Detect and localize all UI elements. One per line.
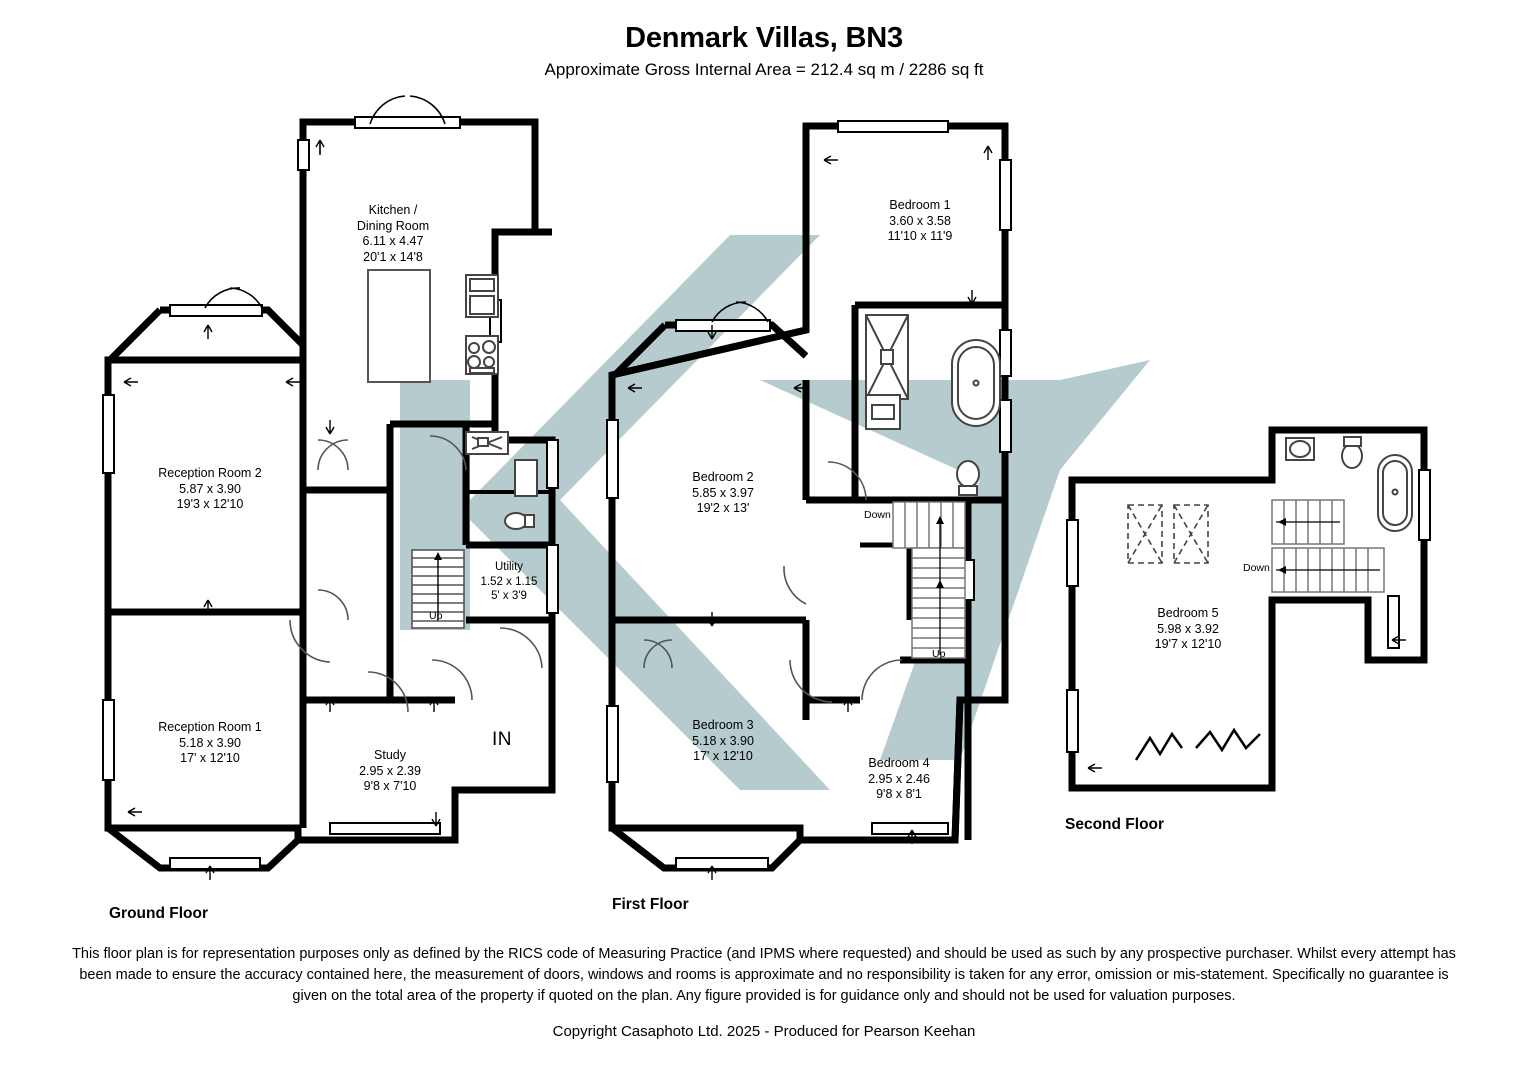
room-label-bedroom-2: Bedroom 2 5.85 x 3.97 19'2 x 13' [648, 470, 798, 517]
floor-caption-ground: Ground Floor [109, 905, 209, 922]
ground-floor-plan [102, 95, 559, 880]
room-name: Bedroom 2 [692, 470, 754, 484]
room-label-bedroom-1: Bedroom 1 3.60 x 3.58 11'10 x 11'9 [840, 198, 1000, 245]
room-imperial: 19'2 x 13' [696, 501, 750, 515]
room-metric: 5.85 x 3.97 [692, 485, 754, 500]
room-name-line2: Dining Room [356, 218, 430, 233]
room-metric: 2.95 x 2.46 [868, 771, 930, 786]
room-imperial: 20'1 x 14'8 [363, 249, 423, 264]
second-floor-plan [1066, 426, 1431, 792]
room-imperial: 17' x 12'10 [693, 749, 753, 763]
stairs-down-label-second: Down [1243, 562, 1270, 574]
room-metric: 3.60 x 3.58 [889, 213, 951, 228]
room-metric: 5.87 x 3.90 [179, 481, 241, 496]
room-metric: 2.95 x 2.39 [359, 763, 421, 778]
stairs-up-label-ground: Up [429, 610, 443, 622]
stairs-down-label-first: Down [864, 509, 891, 521]
room-imperial: 17' x 12'10 [180, 751, 240, 765]
room-label-reception-1: Reception Room 1 5.18 x 3.90 17' x 12'10 [120, 720, 300, 767]
room-metric: 5.18 x 3.90 [692, 733, 754, 748]
room-name: Utility [494, 561, 524, 573]
disclaimer-text: This floor plan is for representation pu… [72, 946, 1456, 1004]
page-title: Denmark Villas, BN3 [625, 22, 903, 54]
room-label-kitchen-dining: Kitchen / Dining Room 6.11 x 4.47 20'1 x… [338, 203, 448, 265]
gross-internal-area-subtitle: Approximate Gross Internal Area = 212.4 … [544, 60, 984, 79]
first-floor-plan [606, 120, 1012, 880]
room-label-utility: Utility 1.52 x 1.15 5' x 3'9 [453, 560, 565, 604]
room-name: Bedroom 3 [692, 718, 754, 732]
room-name: Bedroom 5 [1157, 606, 1219, 620]
room-imperial: 19'7 x 12'10 [1154, 637, 1222, 651]
floor-caption-second: Second Floor [1065, 816, 1165, 833]
room-imperial: 5' x 3'9 [491, 590, 527, 602]
room-name: Study [374, 748, 406, 762]
room-metric: 5.98 x 3.92 [1157, 621, 1219, 636]
room-label-bedroom-3: Bedroom 3 5.18 x 3.90 17' x 12'10 [648, 718, 798, 765]
stairs-up-label-first: Up [932, 648, 946, 660]
room-imperial: 11'10 x 11'9 [887, 229, 953, 243]
room-name: Reception Room 1 [158, 720, 262, 734]
room-metric: 6.11 x 4.47 [362, 234, 424, 248]
room-imperial: 9'8 x 8'1 [876, 787, 922, 801]
room-name: Reception Room 2 [158, 466, 262, 480]
room-imperial: 19'3 x 12'10 [176, 497, 244, 511]
room-label-bedroom-4: Bedroom 4 2.95 x 2.46 9'8 x 8'1 [824, 756, 974, 803]
copyright-text: Copyright Casaphoto Ltd. 2025 - Produced… [552, 1023, 976, 1040]
room-name-line1: Kitchen / [368, 203, 418, 217]
room-name: Bedroom 4 [868, 756, 930, 770]
room-name: Bedroom 1 [889, 198, 951, 212]
entrance-in-label: IN [492, 729, 512, 750]
room-label-study: Study 2.95 x 2.39 9'8 x 7'10 [325, 748, 455, 795]
room-imperial: 9'8 x 7'10 [363, 779, 417, 793]
room-metric: 5.18 x 3.90 [179, 735, 241, 750]
room-metric: 1.52 x 1.15 [480, 575, 538, 588]
room-label-reception-2: Reception Room 2 5.87 x 3.90 19'3 x 12'1… [120, 466, 300, 513]
room-label-bedroom-5: Bedroom 5 5.98 x 3.92 19'7 x 12'10 [1108, 606, 1268, 653]
floor-caption-first: First Floor [612, 896, 689, 913]
